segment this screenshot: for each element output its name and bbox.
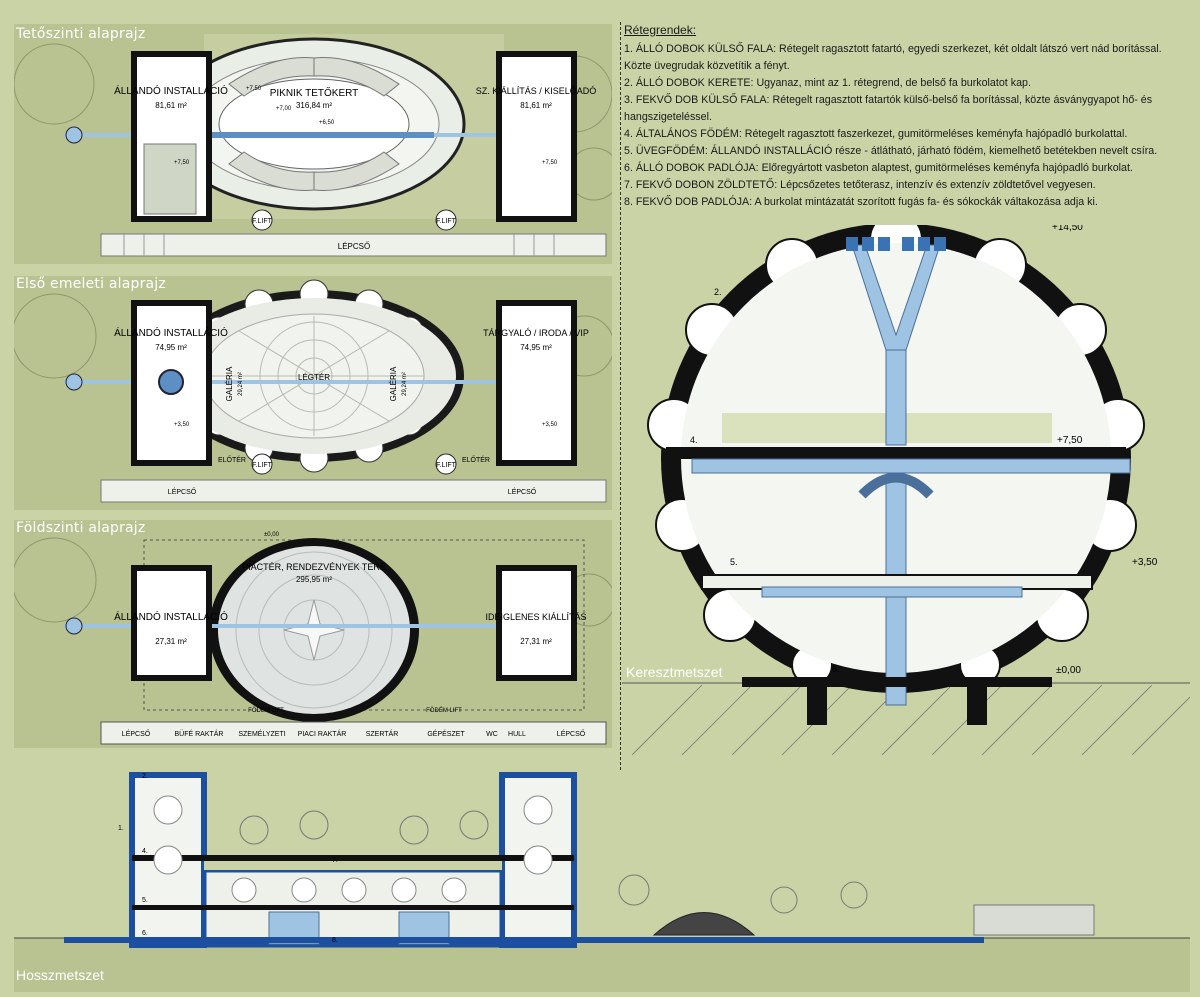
roof-left-name: ÁLLANDÓ INSTALLÁCIÓ xyxy=(114,84,228,97)
legend-item-7: 7. FEKVŐ DOBON ZÖLDTETŐ: Lépcsőzetes tet… xyxy=(624,179,1096,191)
first-gallery-left-area: 29,24 m² xyxy=(238,372,244,396)
first-lobby-left: ELŐTÉR xyxy=(218,455,246,464)
ground-left-area: 27,31 m² xyxy=(155,637,187,646)
roof-level-2: +7,00 xyxy=(276,106,292,112)
ground-room-5: SZERTÁR xyxy=(366,729,399,738)
first-left-name: ÁLLANDÓ INSTALLÁCIÓ xyxy=(114,326,228,339)
long-tag-1: 1. xyxy=(118,825,124,832)
first-lift-left: F.LIFT xyxy=(252,462,273,469)
roof-level-4: +7,50 xyxy=(174,160,190,166)
roof-right-name: SZ. KIÁLLÍTÁS / KISELŐADÓ xyxy=(476,86,597,96)
long-tag-4: 4. xyxy=(142,848,148,855)
ground-center-area: 295,95 m² xyxy=(296,575,332,584)
roof-left-area: 81,61 m² xyxy=(155,101,187,110)
roof-stair: LÉPCSŐ xyxy=(338,242,370,251)
cross-tag-2: 2. xyxy=(714,287,722,297)
long-section-drawing: Hosszmetszet 2. 1. 4. 5. 6. 7. 8. xyxy=(14,772,1190,992)
cross-level-1: +14,50 xyxy=(1052,225,1083,233)
first-gallery-right: GALÉRIA xyxy=(389,366,398,401)
legend-item-2: 2. ÁLLÓ DOBOK KERETE: Ugyanaz, mint az 1… xyxy=(624,77,1031,89)
ground-floor-drawing: ÁLLANDÓ INSTALLÁCIÓ 27,31 m² PIACTÉR, RE… xyxy=(14,532,612,745)
divider-line xyxy=(620,22,621,770)
roof-level-1: +7,50 xyxy=(246,86,262,92)
roof-plan-panel: ÁLLANDÓ INSTALLÁCIÓ 81,61 m² PIKNIK TETŐ… xyxy=(14,24,612,264)
long-tag-6: 6. xyxy=(142,930,148,937)
ground-room-8: HULL xyxy=(508,731,526,738)
ground-left-name: ÁLLANDÓ INSTALLÁCIÓ xyxy=(114,610,228,623)
roof-center-area: 316,84 m² xyxy=(296,101,332,110)
roof-plan-drawing: ÁLLANDÓ INSTALLÁCIÓ 81,61 m² PIKNIK TETŐ… xyxy=(14,34,612,257)
first-floor-title: Első emeleti alaprajz xyxy=(16,276,166,292)
ground-right-area: 27,31 m² xyxy=(520,637,552,646)
cross-tag-4: 4. xyxy=(690,435,698,445)
first-stair-right: LÉPCSŐ xyxy=(508,487,537,496)
cross-level-2: +7,50 xyxy=(1057,435,1083,446)
roof-right-area: 81,61 m² xyxy=(520,101,552,110)
first-right-name: TÁRGYALÓ / IRODA / VIP xyxy=(483,328,589,338)
long-tag-2: 2. xyxy=(142,773,148,780)
legend-item-6: 6. ÁLLÓ DOBOK PADLÓJA: Előregyártott vas… xyxy=(624,162,1133,174)
long-tag-7: 7. xyxy=(332,857,338,864)
cross-tag-5: 5. xyxy=(730,557,738,567)
first-floor-panel: ÁLLANDÓ INSTALLÁCIÓ 74,95 m² LÉGTÉR TÁRG… xyxy=(14,276,612,510)
roof-level-5: +7,50 xyxy=(542,160,558,166)
first-lift-right: F.LIFT xyxy=(436,462,457,469)
roof-lift-right: F.LIFT xyxy=(436,218,457,225)
ground-floor-title: Földszinti alaprajz xyxy=(16,520,146,536)
long-tag-8: 8. xyxy=(332,937,338,944)
first-level-right: +3,50 xyxy=(542,422,558,428)
first-right-area: 74,95 m² xyxy=(520,343,552,352)
legend-item-5: 5. ÜVEGFÖDÉM: ÁLLANDÓ INSTALLÁCIÓ része … xyxy=(624,145,1158,157)
legend-item-4: 4. ÁLTALÁNOS FÖDÉM: Rétegelt ragasztott … xyxy=(624,128,1128,140)
ground-room-1: LÉPCSŐ xyxy=(122,729,151,738)
legend-item-3: 3. FEKVŐ DOB KÜLSŐ FALA: Rétegelt ragasz… xyxy=(624,94,1153,123)
ground-room-3: SZEMÉLYZETI xyxy=(238,729,285,738)
ground-level: ±0,00 xyxy=(264,532,280,538)
roof-plan-title: Tetőszinti alaprajz xyxy=(16,26,146,42)
ground-lift-right: FÖDÉM LIFT xyxy=(426,707,462,714)
ground-room-2: BÜFÉ RAKTÁR xyxy=(174,729,223,738)
cross-level-4: ±0,00 xyxy=(1056,665,1081,676)
ground-center-name: PIACTÉR, RENDEZVÉNYEK TERE xyxy=(242,562,386,572)
first-left-area: 74,95 m² xyxy=(155,343,187,352)
cross-level-3: +3,50 xyxy=(1132,557,1158,568)
roof-lift-left: F.LIFT xyxy=(252,218,273,225)
layer-legend: Rétegrendek: 1. ÁLLÓ DOBOK KÜLSŐ FALA: R… xyxy=(624,22,1190,211)
long-tag-5: 5. xyxy=(142,897,148,904)
ground-lift-left: FÖDÉM LIFT xyxy=(248,707,284,714)
first-stair-left: LÉPCSŐ xyxy=(168,487,197,496)
ground-floor-panel: ÁLLANDÓ INSTALLÁCIÓ 27,31 m² PIACTÉR, RE… xyxy=(14,520,612,748)
ground-room-6: GÉPÉSZET xyxy=(427,729,465,738)
first-floor-drawing: ÁLLANDÓ INSTALLÁCIÓ 74,95 m² LÉGTÉR TÁRG… xyxy=(14,279,612,503)
first-gallery-right-area: 29,24 m² xyxy=(402,372,408,396)
roof-level-3: +6,50 xyxy=(319,120,335,126)
ground-room-7: WC xyxy=(486,731,498,738)
cross-tag-6: 6. xyxy=(832,664,840,674)
legend-item-1: 1. ÁLLÓ DOBOK KÜLSŐ FALA: Rétegelt ragas… xyxy=(624,43,1162,72)
ground-room-9: LÉPCSŐ xyxy=(557,729,586,738)
roof-center-name: PIKNIK TETŐKERT xyxy=(270,85,359,99)
first-level-left: +3,50 xyxy=(174,422,190,428)
first-lobby-right: ELŐTÉR xyxy=(462,455,490,464)
long-section-title: Hosszmetszet xyxy=(16,967,104,983)
first-center-name: LÉGTÉR xyxy=(298,373,330,382)
cross-section-title: Keresztmetszet xyxy=(626,664,723,680)
ground-room-4: PIACI RAKTÁR xyxy=(298,729,347,738)
ground-right-name: IDEIGLENES KIÁLLÍTÁS xyxy=(485,612,586,622)
first-gallery-left: GALÉRIA xyxy=(225,366,234,401)
legend-heading: Rétegrendek: xyxy=(624,23,697,37)
legend-item-8: 8. FEKVŐ DOB PADLÓJA: A burkolat mintáza… xyxy=(624,196,1098,208)
cross-section-drawing: Keresztmetszet +14,50 +7,50 +3,50 ±0,00 … xyxy=(622,225,1190,755)
